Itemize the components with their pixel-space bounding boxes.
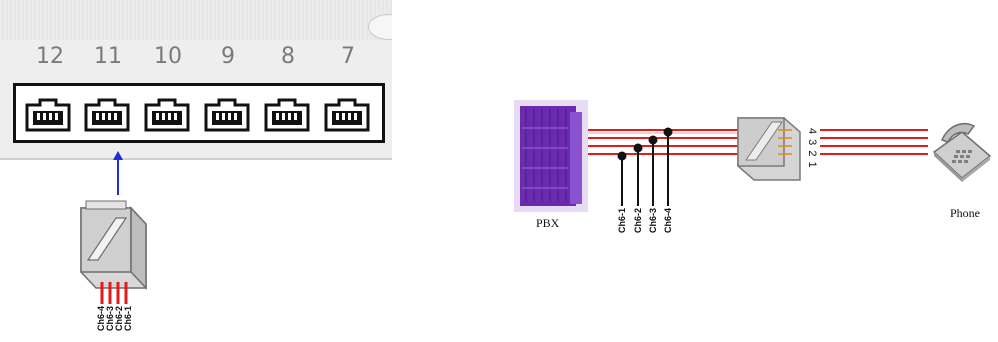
channel-label-4: Ch6-4 — [663, 208, 673, 234]
rj11-port-8[interactable] — [263, 97, 311, 133]
channel-label-3: Ch6-3 — [648, 208, 658, 234]
rj11-port-7[interactable] — [323, 97, 371, 133]
rj11-port-11[interactable] — [83, 97, 131, 133]
up-arrow-icon — [113, 151, 123, 195]
pbx-to-jack-wires — [588, 127, 740, 206]
port-number-10: 10 — [154, 44, 182, 69]
rj11-plug-icon — [80, 200, 147, 304]
port-number-row: 12 11 10 9 8 7 — [0, 44, 392, 72]
device-panel: 12 11 10 9 8 7 — [0, 0, 392, 160]
rj11-port-12[interactable] — [24, 97, 72, 133]
rj11-port-9[interactable] — [203, 97, 251, 133]
port-number-12: 12 — [36, 44, 64, 69]
left-wire-label-1: Ch6-1 — [123, 306, 133, 332]
wiring-diagram: PBX Ch6-1 Ch6-2 Ch6-3 Ch6-4 — [500, 90, 998, 250]
port-number-11: 11 — [94, 44, 122, 69]
phone-icon — [932, 122, 992, 182]
rj11-jack-icon — [737, 117, 801, 181]
pbx-icon — [514, 100, 588, 212]
phone-label: Phone — [950, 206, 980, 220]
port-frame — [13, 83, 385, 143]
port-number-9: 9 — [221, 44, 235, 69]
jack-pin-numbers: 4 3 2 1 — [806, 128, 818, 169]
port-number-7: 7 — [341, 44, 355, 69]
channel-label-1: Ch6-1 — [617, 208, 627, 234]
rj11-port-10[interactable] — [143, 97, 191, 133]
device-top-strip — [0, 0, 392, 40]
jack-to-phone-wires — [820, 129, 928, 155]
pbx-label: PBX — [536, 216, 560, 230]
port-number-8: 8 — [281, 44, 295, 69]
channel-label-2: Ch6-2 — [633, 208, 643, 234]
